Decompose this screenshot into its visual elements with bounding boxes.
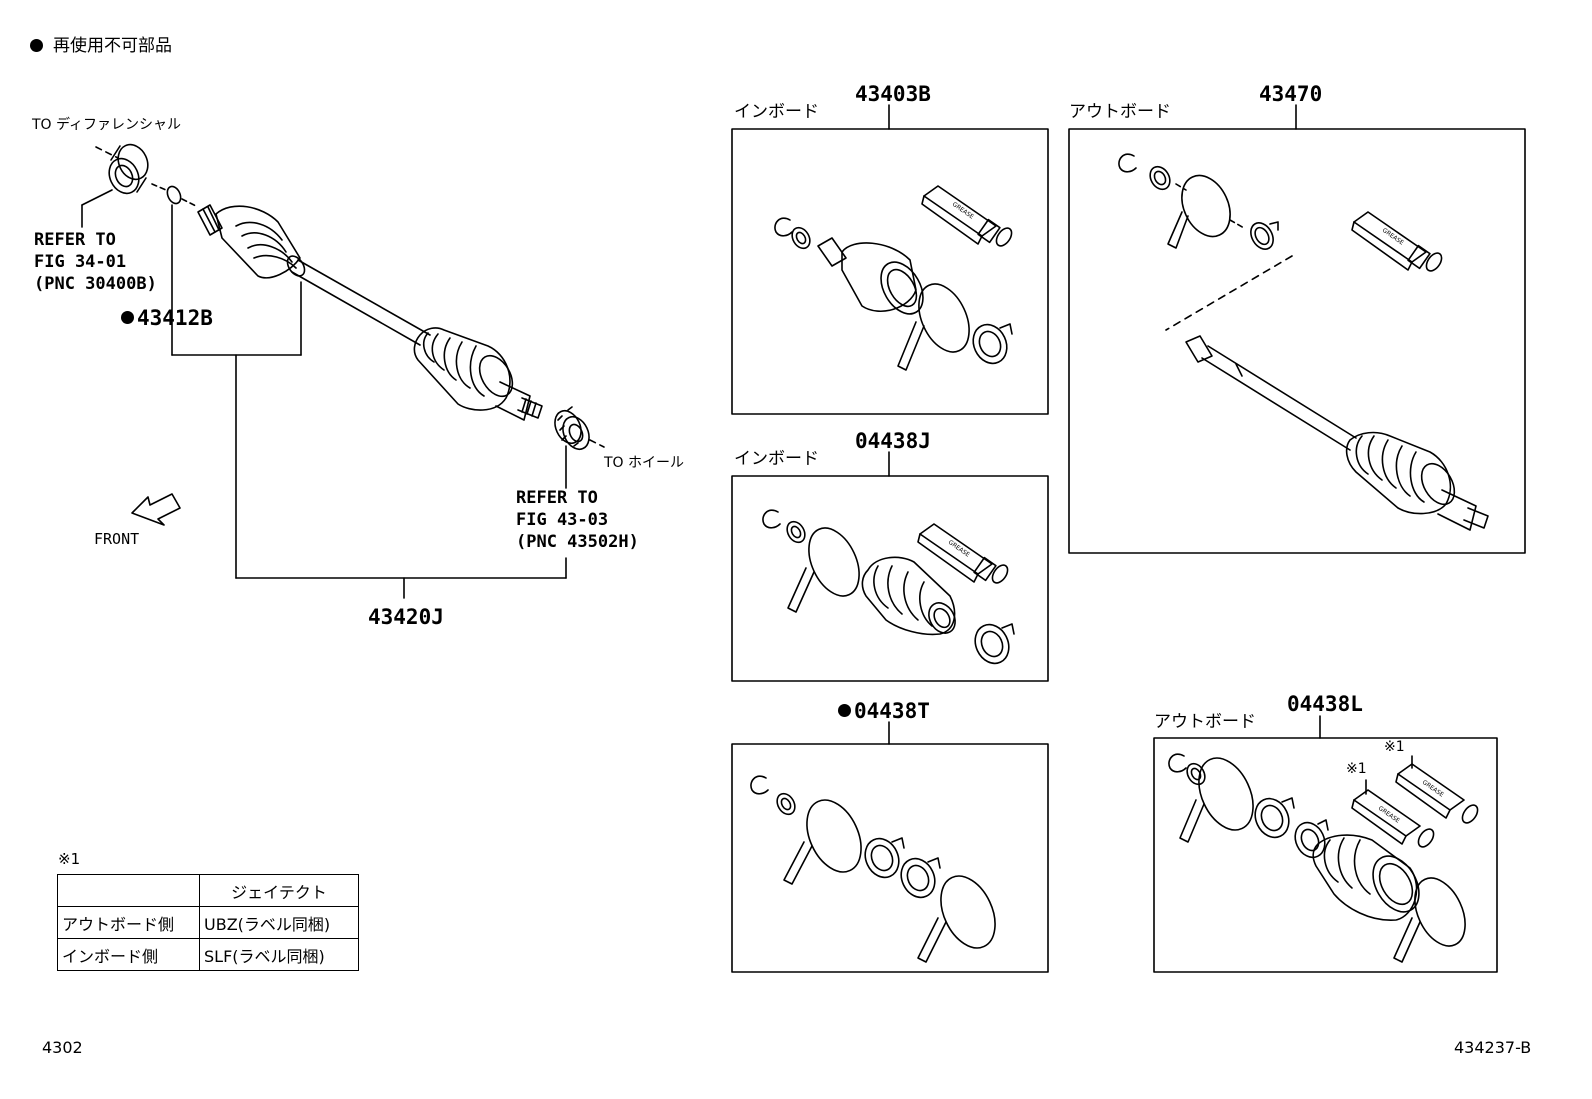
table-cell: SLF(ラベル同梱) bbox=[199, 938, 359, 971]
part-number-43412B[interactable]: 43412B bbox=[121, 308, 213, 329]
oil-seal-part bbox=[108, 143, 149, 195]
kit-box-43403B bbox=[731, 104, 1049, 415]
table-row: アウトボード側 UBZ(ラベル同梱) bbox=[57, 906, 359, 939]
table-cell: インボード側 bbox=[57, 938, 200, 971]
inboard-label: インボード bbox=[734, 449, 819, 469]
grease-tube bbox=[1395, 763, 1479, 824]
grease-tube-label: GREASE bbox=[1421, 779, 1445, 799]
main-drive-shaft-assembly bbox=[81, 143, 605, 599]
part-number-43420J[interactable]: 43420J bbox=[368, 605, 444, 629]
note-table-mark: ※1 bbox=[58, 850, 81, 868]
table-header-cell: ジェイテクト bbox=[199, 874, 359, 907]
part-number-43470[interactable]: 43470 bbox=[1259, 82, 1323, 106]
grease-tube bbox=[917, 523, 1009, 584]
outboard-label: アウトボード bbox=[1069, 102, 1171, 122]
table-row: インボード側 SLF(ラベル同梱) bbox=[57, 938, 359, 971]
table-header-cell bbox=[57, 874, 200, 907]
hub-nut-part bbox=[554, 406, 590, 451]
to-wheel-label: TO ホイール bbox=[604, 455, 685, 471]
legend-dot-icon bbox=[30, 39, 43, 52]
note-mark: ※1 bbox=[1346, 761, 1367, 777]
inboard-label: インボード bbox=[734, 102, 819, 122]
snap-ring-part bbox=[166, 185, 182, 205]
table-cell: UBZ(ラベル同梱) bbox=[199, 906, 359, 939]
footer-illustration-id: 434237-B bbox=[1454, 1038, 1532, 1057]
non-reusable-dot-icon bbox=[121, 310, 134, 324]
table-cell: アウトボード側 bbox=[57, 906, 200, 939]
part-number-04438J[interactable]: 04438J bbox=[855, 429, 931, 453]
refer-note-right: REFER TO FIG 43-03 (PNC 43502H) bbox=[516, 488, 639, 552]
note-mark: ※1 bbox=[1384, 739, 1405, 755]
table-row: ジェイテクト bbox=[57, 874, 359, 907]
front-label: FRONT bbox=[94, 530, 140, 548]
kit-box-43470 bbox=[1068, 104, 1526, 554]
legend: 再使用不可部品 bbox=[30, 38, 172, 55]
outboard-joint-boot bbox=[413, 327, 543, 421]
grease-tube bbox=[921, 185, 1013, 247]
shaft-line-a bbox=[297, 259, 431, 336]
grease-tube bbox=[1351, 789, 1435, 848]
kit-box-04438L bbox=[1153, 715, 1498, 973]
non-reusable-dot-icon bbox=[838, 703, 851, 717]
kit-box-04438J bbox=[731, 451, 1049, 682]
shaft-line-b bbox=[291, 271, 421, 346]
part-number-43403B[interactable]: 43403B bbox=[855, 82, 931, 106]
refer-note-left: REFER TO FIG 34-01 (PNC 30400B) bbox=[34, 230, 157, 294]
grease-tube-label: GREASE bbox=[1377, 805, 1401, 825]
to-differential-label: TO ディファレンシャル bbox=[32, 117, 182, 133]
part-number-04438T[interactable]: 04438T bbox=[838, 701, 930, 722]
inboard-joint-boot bbox=[197, 204, 306, 279]
front-arrow-icon bbox=[131, 493, 181, 526]
part-number-04438L[interactable]: 04438L bbox=[1287, 692, 1363, 716]
grease-spec-table: ジェイテクト アウトボード側 UBZ(ラベル同梱) インボード側 SLF(ラベル… bbox=[57, 874, 359, 971]
footer-figure-number: 4302 bbox=[42, 1038, 83, 1057]
legend-text: 再使用不可部品 bbox=[53, 36, 172, 56]
grease-tube bbox=[1351, 211, 1443, 272]
kit-box-04438T bbox=[731, 721, 1049, 973]
outboard-label: アウトボード bbox=[1154, 712, 1256, 732]
